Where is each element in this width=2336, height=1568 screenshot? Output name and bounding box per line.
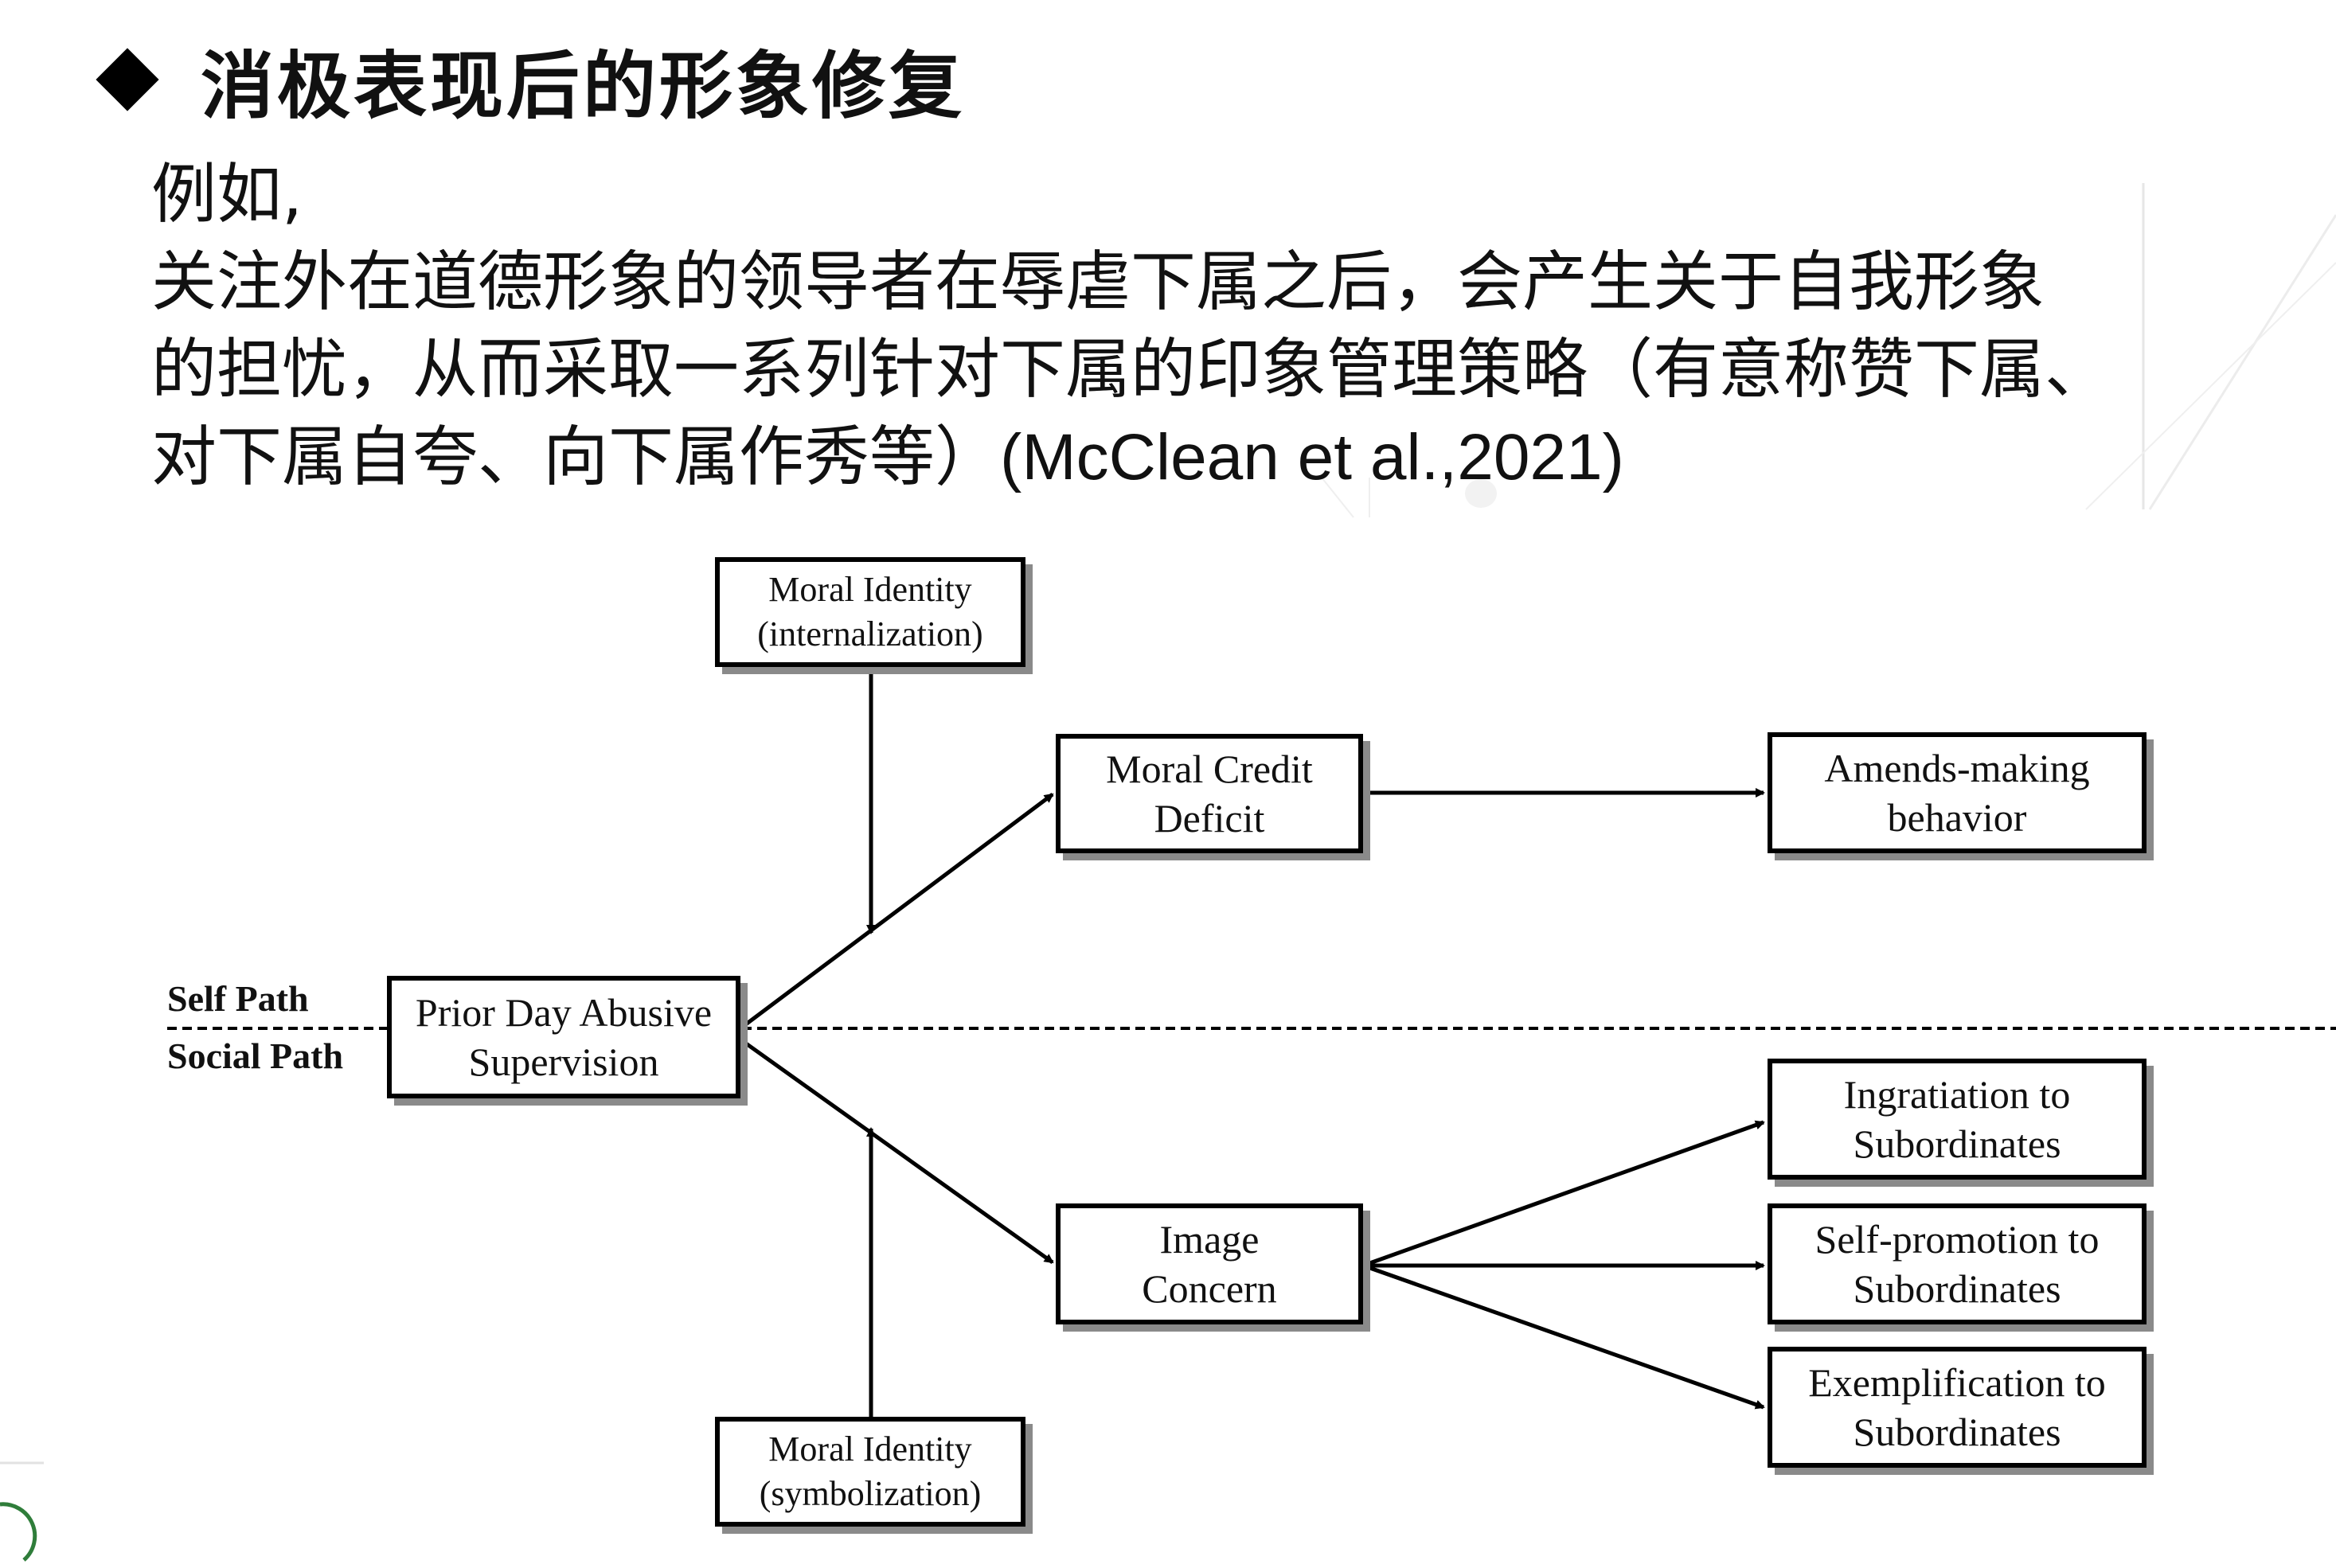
- node-text: Supervision: [468, 1039, 659, 1084]
- node-exemplification-to-subordinates: Exemplification to Subordinates: [1768, 1347, 2147, 1468]
- social-path-label: Social Path: [167, 1036, 344, 1076]
- node-prior-day-abusive-supervision: Prior Day Abusive Supervision: [387, 976, 740, 1098]
- node-moral-identity-internalization: Moral Identity (internalization): [715, 557, 1025, 667]
- node-text: Moral Identity: [768, 1430, 972, 1469]
- node-text: Ingratiation to: [1843, 1072, 2071, 1117]
- node-text: Subordinates: [1853, 1410, 2061, 1454]
- node-text: (symbolization): [759, 1474, 982, 1513]
- node-text: Prior Day Abusive: [415, 990, 713, 1035]
- node-text: Amends-making: [1824, 746, 2090, 790]
- node-text: Deficit: [1154, 796, 1265, 841]
- node-image-concern: Image Concern: [1056, 1203, 1363, 1324]
- logo-fragment-icon: [0, 1502, 37, 1562]
- arrow-abusive-to-image: [739, 1037, 1054, 1265]
- node-moral-identity-symbolization: Moral Identity (symbolization): [715, 1417, 1025, 1527]
- slide-heading: 消极表现后的形象修复: [88, 32, 965, 129]
- node-text: Self-promotion to: [1815, 1217, 2100, 1262]
- body-line-1: 例如,: [151, 157, 303, 232]
- node-text: Exemplification to: [1808, 1360, 2106, 1405]
- node-text: behavior: [1887, 795, 2027, 840]
- slide-title: 消极表现后的形象修复: [201, 43, 966, 129]
- node-text: Subordinates: [1853, 1121, 2061, 1166]
- body-line-2: 关注外在道德形象的领导者在辱虐下属之后，会产生关于自我形象: [151, 244, 2045, 320]
- node-text: Concern: [1142, 1266, 1277, 1311]
- node-moral-credit-deficit: Moral Credit Deficit: [1056, 734, 1363, 853]
- node-text: Moral Identity: [768, 570, 972, 609]
- arrow-abusive-to-credit: [739, 793, 1054, 1030]
- arrow-image-to-ingratiation: [1362, 1120, 1765, 1268]
- body-line-3: 的担忧，从而采取一系列针对下属的印象管理策略（有意称赞下属、: [151, 332, 2111, 408]
- node-text: Image: [1159, 1217, 1260, 1262]
- self-path-label: Self Path: [167, 978, 309, 1019]
- node-amends-making-behavior: Amends-making behavior: [1768, 732, 2147, 853]
- node-text: Moral Credit: [1106, 747, 1313, 791]
- arrow-image-to-exemplification: [1362, 1263, 1765, 1410]
- body-paragraph: 例如, 关注外在道德形象的领导者在辱虐下属之后，会产生关于自我形象 的担忧，从而…: [151, 151, 2317, 501]
- node-ingratiation-to-subordinates: Ingratiation to Subordinates: [1768, 1059, 2147, 1180]
- node-text: Subordinates: [1853, 1266, 2061, 1311]
- node-self-promotion-to-subordinates: Self-promotion to Subordinates: [1768, 1203, 2147, 1324]
- body-line-4-text: 对下属自夸、向下属作秀等）: [151, 419, 1001, 495]
- citation: (McClean et al.,2021): [1000, 421, 1624, 493]
- node-text: (internalization): [757, 614, 983, 653]
- body-line-4: 对下属自夸、向下属作秀等）(McClean et al.,2021): [151, 414, 2317, 501]
